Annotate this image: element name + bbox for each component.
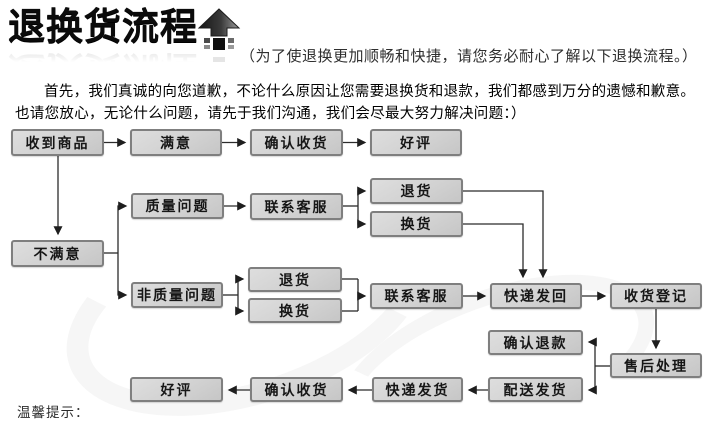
flow-node-quality-issue: 质量问题 — [131, 193, 224, 219]
flow-node-received-goods: 收到商品 — [11, 129, 104, 156]
title-reflection: 退换货流程 — [8, 48, 208, 63]
flow-node-exchange-2: 换货 — [248, 298, 342, 323]
flow-node-receipt-registration: 收货登记 — [610, 283, 702, 309]
page-subtitle: （为了使退换更加顺畅和快捷，请您务必耐心了解以下退换流程。） — [240, 48, 698, 65]
flow-node-confirm-receipt-1: 确认收货 — [250, 129, 343, 156]
flow-node-courier-send-back: 快递发回 — [490, 283, 582, 309]
flow-node-non-quality-issue: 非质量问题 — [131, 282, 223, 308]
home-arrow-icon — [196, 8, 242, 57]
connector-lines — [53, 137, 661, 395]
flow-node-good-review-2: 好评 — [130, 377, 223, 402]
flow-node-after-sales-processing: 售后处理 — [610, 353, 702, 378]
intro-paragraph: 首先，我们真诚的向您道歉，不论什么原因让您需要退换货和退款，我们都感到万分的遗憾… — [15, 84, 696, 122]
page-title: 退换货流程 — [8, 6, 198, 47]
flow-node-dispatch-shipping: 配送发货 — [488, 377, 583, 402]
flow-node-return-1: 退货 — [370, 178, 463, 204]
flow-node-satisfied: 满意 — [130, 129, 222, 156]
flow-node-confirm-receipt-2: 确认收货 — [250, 377, 343, 402]
flow-node-unsatisfied: 不满意 — [11, 240, 104, 267]
flow-node-contact-service-2: 联系客服 — [370, 283, 463, 309]
flow-node-contact-service-1: 联系客服 — [250, 193, 343, 220]
flow-node-courier-shipping: 快递发货 — [372, 377, 463, 402]
title-reflection-fade — [8, 48, 208, 63]
flow-node-good-review-1: 好评 — [370, 129, 462, 156]
flow-node-confirm-refund: 确认退款 — [488, 330, 583, 355]
home-arrow-icon-reflection — [196, 50, 242, 62]
flow-node-exchange-1: 换货 — [370, 211, 463, 237]
flow-node-return-2: 退货 — [248, 267, 342, 292]
warm-tips-label: 温馨提示： — [17, 405, 90, 420]
